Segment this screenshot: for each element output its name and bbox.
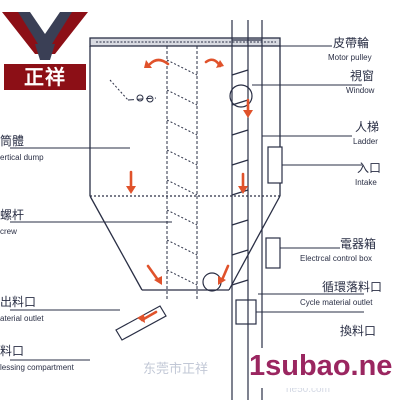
- arrow-bottom-right: [220, 264, 230, 282]
- label-cycle-outlet-cn: 循環落料口: [322, 280, 382, 294]
- intake-box: [267, 146, 283, 184]
- arrowhead-top-right: [216, 60, 224, 68]
- label-control-box-en: Electrcal control box: [300, 254, 372, 263]
- tank-body: [89, 37, 281, 291]
- label-intake-cn: 入口: [357, 161, 381, 175]
- central-screw: [166, 46, 198, 300]
- label-ladder-cn: 人梯: [355, 120, 379, 134]
- label-intake-en: Intake: [355, 178, 377, 187]
- arrowhead-down-left-1: [126, 186, 136, 194]
- arrowhead-outlet: [137, 314, 145, 323]
- label-cycle-outlet-en: Cycle material outlet: [300, 298, 373, 307]
- label-left-2-en: crew: [0, 227, 17, 236]
- company-logo: 正祥: [0, 4, 90, 94]
- label-left-4-cn: 料口: [0, 344, 24, 358]
- site-badge-text: 1subao.ne: [249, 350, 393, 382]
- ladder: [231, 20, 263, 400]
- label-window-cn: 視窗: [350, 68, 374, 83]
- bottom-drive: [115, 272, 257, 341]
- label-left-3-cn: 出料口: [0, 295, 36, 309]
- label-left-2-cn: 螺杆: [0, 208, 24, 222]
- label-window-en: Window: [346, 86, 375, 95]
- site-badge: 1subao.ne: [249, 348, 400, 388]
- label-left-1-en: ertical dump: [0, 153, 44, 162]
- arrowhead-down-right-1: [243, 110, 253, 118]
- leader-lines: [10, 45, 364, 361]
- flow-arrows: [129, 58, 250, 322]
- logo-mark-icon: [2, 12, 88, 60]
- label-control-box-cn: 電器箱: [340, 236, 376, 251]
- label-left-4-en: lessing compartment: [0, 363, 75, 372]
- watermark-site: ne50.com: [286, 384, 330, 395]
- label-left-3-en: aterial outlet: [0, 314, 44, 323]
- control-box: [265, 237, 281, 269]
- label-ladder-en: Ladder: [353, 137, 378, 146]
- label-motor-pulley-cn: 皮帶輪: [333, 35, 369, 50]
- label-left-1-cn: 筒體: [0, 133, 24, 148]
- flow-path: [109, 79, 157, 103]
- window-port: [229, 84, 253, 108]
- flow-arrowheads: [126, 60, 253, 323]
- watermark-chinese: 东莞市正祥: [143, 362, 209, 377]
- label-motor-pulley-en: Motor pulley: [328, 53, 372, 62]
- arrow-top-left: [148, 58, 170, 66]
- arrowhead-bottom-left: [154, 276, 162, 285]
- arrowhead-top-left: [144, 60, 152, 68]
- arrow-bottom-left: [146, 264, 160, 282]
- logo-brand-text: 正祥: [4, 64, 86, 90]
- label-bottom-right-cn: 換料口: [340, 324, 376, 338]
- arrowhead-bottom-right: [218, 276, 226, 285]
- arrowhead-down-right-2: [238, 186, 248, 194]
